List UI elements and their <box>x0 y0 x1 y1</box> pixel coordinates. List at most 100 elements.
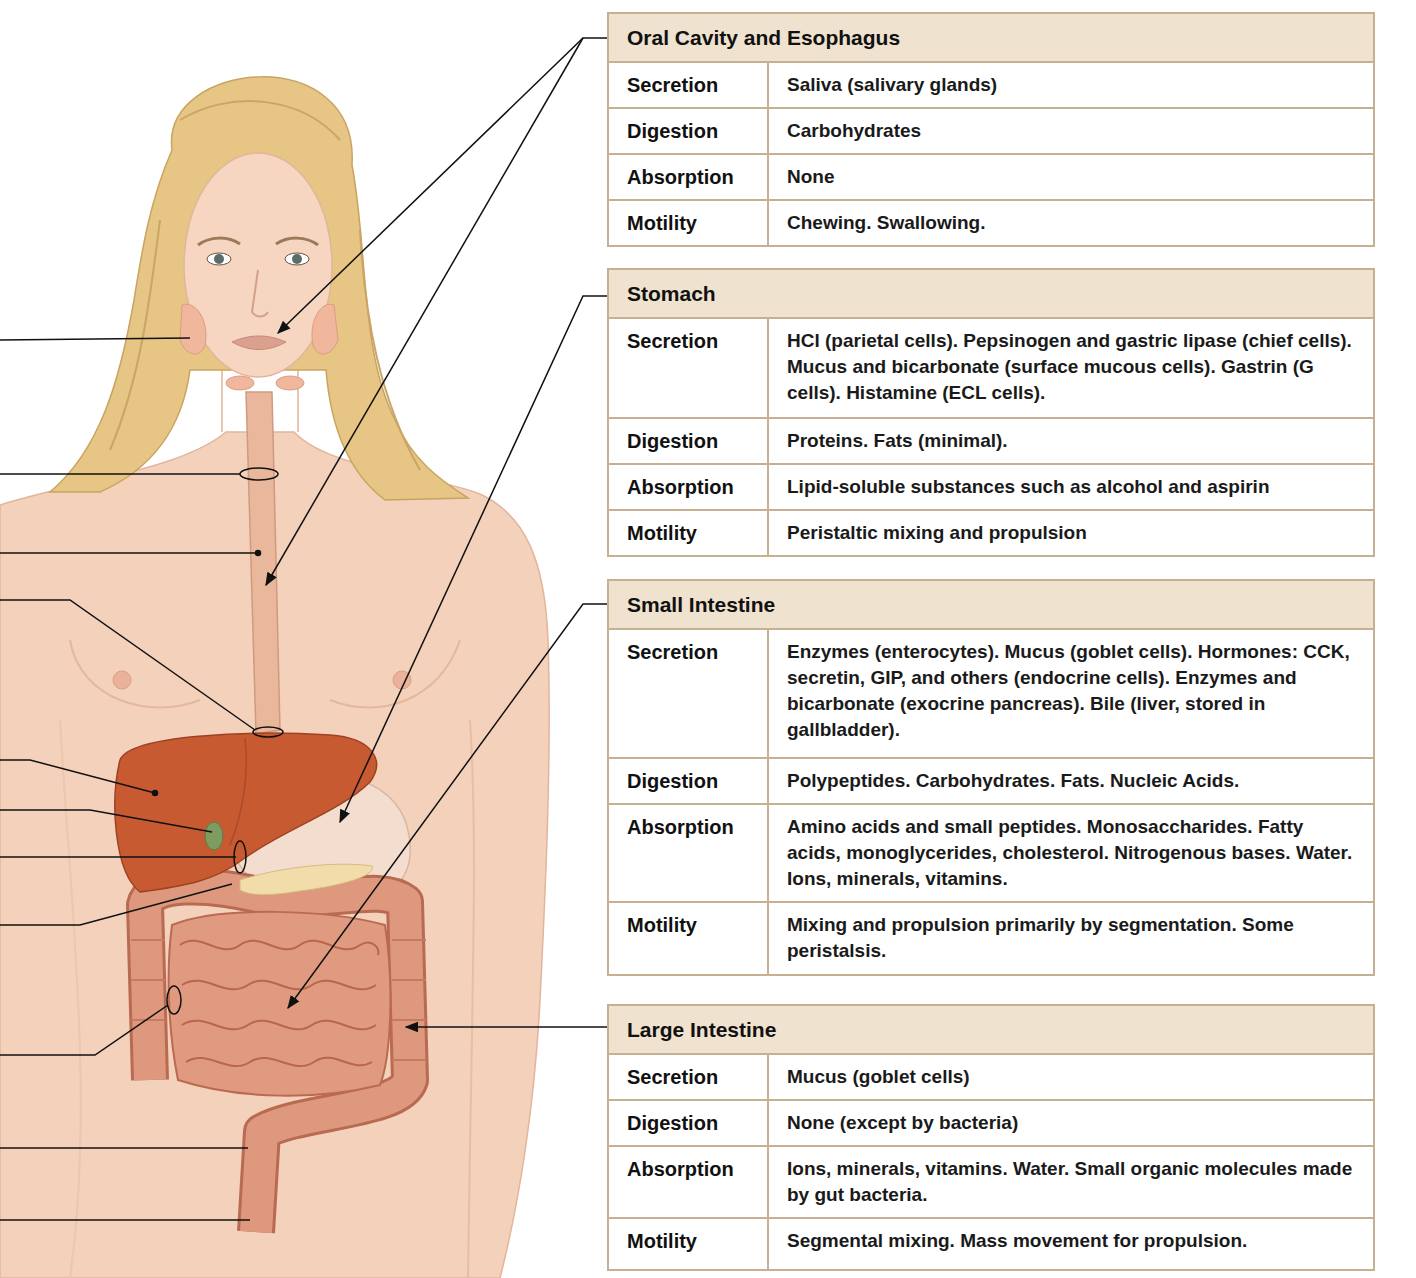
table-row: MotilityChewing. Swallowing. <box>609 199 1373 245</box>
table-heading: Stomach <box>609 270 1373 317</box>
table-row: MotilityPeristaltic mixing and propulsio… <box>609 509 1373 555</box>
table-heading: Small Intestine <box>609 581 1373 628</box>
row-label: Motility <box>609 201 769 245</box>
row-value: None (except by bacteria) <box>769 1101 1373 1145</box>
table-row: SecretionHCl (parietal cells). Pepsinoge… <box>609 317 1373 417</box>
row-label: Secretion <box>609 319 769 417</box>
row-label: Secretion <box>609 630 769 757</box>
leader-lines-part <box>234 841 246 873</box>
row-label: Secretion <box>609 63 769 107</box>
row-label: Motility <box>609 903 769 974</box>
leader-lines-part <box>153 791 158 796</box>
row-value: HCl (parietal cells). Pepsinogen and gas… <box>769 319 1373 417</box>
row-label: Absorption <box>609 465 769 509</box>
face-part <box>207 253 231 265</box>
esophagus <box>246 392 280 734</box>
row-value: Ions, minerals, vitamins. Water. Small o… <box>769 1147 1373 1217</box>
table-row: AbsorptionLipid-soluble substances such … <box>609 463 1373 509</box>
leader-lines-part <box>0 1219 250 1221</box>
table-row: DigestionPolypeptides. Carbohydrates. Fa… <box>609 757 1373 803</box>
pancreas <box>240 864 372 894</box>
salivary-glands <box>180 304 338 390</box>
row-label: Absorption <box>609 155 769 199</box>
face-part <box>285 253 309 265</box>
body-figure-part <box>113 671 131 689</box>
body-figure-part <box>70 640 200 708</box>
large-intestine <box>131 886 426 1232</box>
leader-lines-part <box>0 884 232 925</box>
row-label: Absorption <box>609 1147 769 1217</box>
info-table: Small IntestineSecretionEnzymes (enteroc… <box>607 579 1375 976</box>
salivary-glands-part <box>312 304 338 354</box>
row-label: Digestion <box>609 419 769 463</box>
row-value: Amino acids and small peptides. Monosacc… <box>769 805 1373 901</box>
info-table: StomachSecretionHCl (parietal cells). Pe… <box>607 268 1375 557</box>
small-intestine-part <box>169 912 391 1096</box>
esophagus-part <box>246 392 280 734</box>
table-row: SecretionMucus (goblet cells) <box>609 1053 1373 1099</box>
leader-lines-part <box>266 38 583 585</box>
row-value: Carbohydrates <box>769 109 1373 153</box>
row-value: Lipid-soluble substances such as alcohol… <box>769 465 1373 509</box>
table-row: MotilitySegmental mixing. Mass movement … <box>609 1217 1373 1269</box>
face <box>184 153 332 377</box>
row-value: Mixing and propulsion primarily by segme… <box>769 903 1373 974</box>
leader-lines-part <box>0 600 255 730</box>
row-value: Polypeptides. Carbohydrates. Fats. Nucle… <box>769 759 1373 803</box>
table-row: DigestionNone (except by bacteria) <box>609 1099 1373 1145</box>
row-label: Absorption <box>609 805 769 901</box>
body-figure-part <box>60 720 81 1278</box>
salivary-glands-part <box>180 304 206 354</box>
row-value: Peristaltic mixing and propulsion <box>769 511 1373 555</box>
row-label: Digestion <box>609 1101 769 1145</box>
row-value: Segmental mixing. Mass movement for prop… <box>769 1219 1373 1269</box>
info-table: Oral Cavity and EsophagusSecretionSaliva… <box>607 12 1375 247</box>
leader-lines-part <box>240 468 278 480</box>
table-heading: Large Intestine <box>609 1006 1373 1053</box>
leader-lines <box>0 38 607 1220</box>
row-label: Motility <box>609 511 769 555</box>
liver-part <box>230 738 246 845</box>
small-intestine-part <box>186 1058 372 1066</box>
small-intestine-part <box>182 1021 376 1030</box>
row-value: Proteins. Fats (minimal). <box>769 419 1373 463</box>
table-row: AbsorptionAmino acids and small peptides… <box>609 803 1373 901</box>
table-row: AbsorptionNone <box>609 153 1373 199</box>
pancreas-part <box>240 864 372 894</box>
leader-lines-part <box>0 338 190 340</box>
leader-lines-part <box>0 1147 248 1149</box>
leader-lines-part <box>0 760 155 793</box>
row-value: Mucus (goblet cells) <box>769 1055 1373 1099</box>
small-intestine <box>169 912 391 1096</box>
body-figure-part <box>468 720 474 1278</box>
table-row: DigestionProteins. Fats (minimal). <box>609 417 1373 463</box>
leader-lines-part <box>406 1026 607 1028</box>
small-intestine-part <box>182 981 376 990</box>
salivary-glands-part <box>226 376 254 390</box>
face-part <box>292 254 302 264</box>
face-part <box>232 336 286 350</box>
table-row: SecretionEnzymes (enterocytes). Mucus (g… <box>609 628 1373 757</box>
row-value: Enzymes (enterocytes). Mucus (goblet cel… <box>769 630 1373 757</box>
leader-lines-part <box>0 856 236 858</box>
leader-lines-part <box>0 552 258 554</box>
large-intestine-part <box>145 886 410 1232</box>
leader-lines-part <box>253 727 283 737</box>
face-part <box>198 238 318 245</box>
liver-part <box>205 822 223 850</box>
info-table: Large IntestineSecretionMucus (goblet ce… <box>607 1004 1375 1271</box>
face-part <box>214 254 224 264</box>
row-label: Digestion <box>609 109 769 153</box>
leader-lines-part <box>0 1005 168 1055</box>
row-value: Saliva (salivary glands) <box>769 63 1373 107</box>
table-row: SecretionSaliva (salivary glands) <box>609 61 1373 107</box>
leader-lines-part <box>288 604 607 1008</box>
row-value: Chewing. Swallowing. <box>769 201 1373 245</box>
table-row: DigestionCarbohydrates <box>609 107 1373 153</box>
row-label: Motility <box>609 1219 769 1269</box>
table-row: AbsorptionIons, minerals, vitamins. Wate… <box>609 1145 1373 1217</box>
face-part <box>252 270 268 317</box>
leader-lines-part <box>0 473 240 475</box>
